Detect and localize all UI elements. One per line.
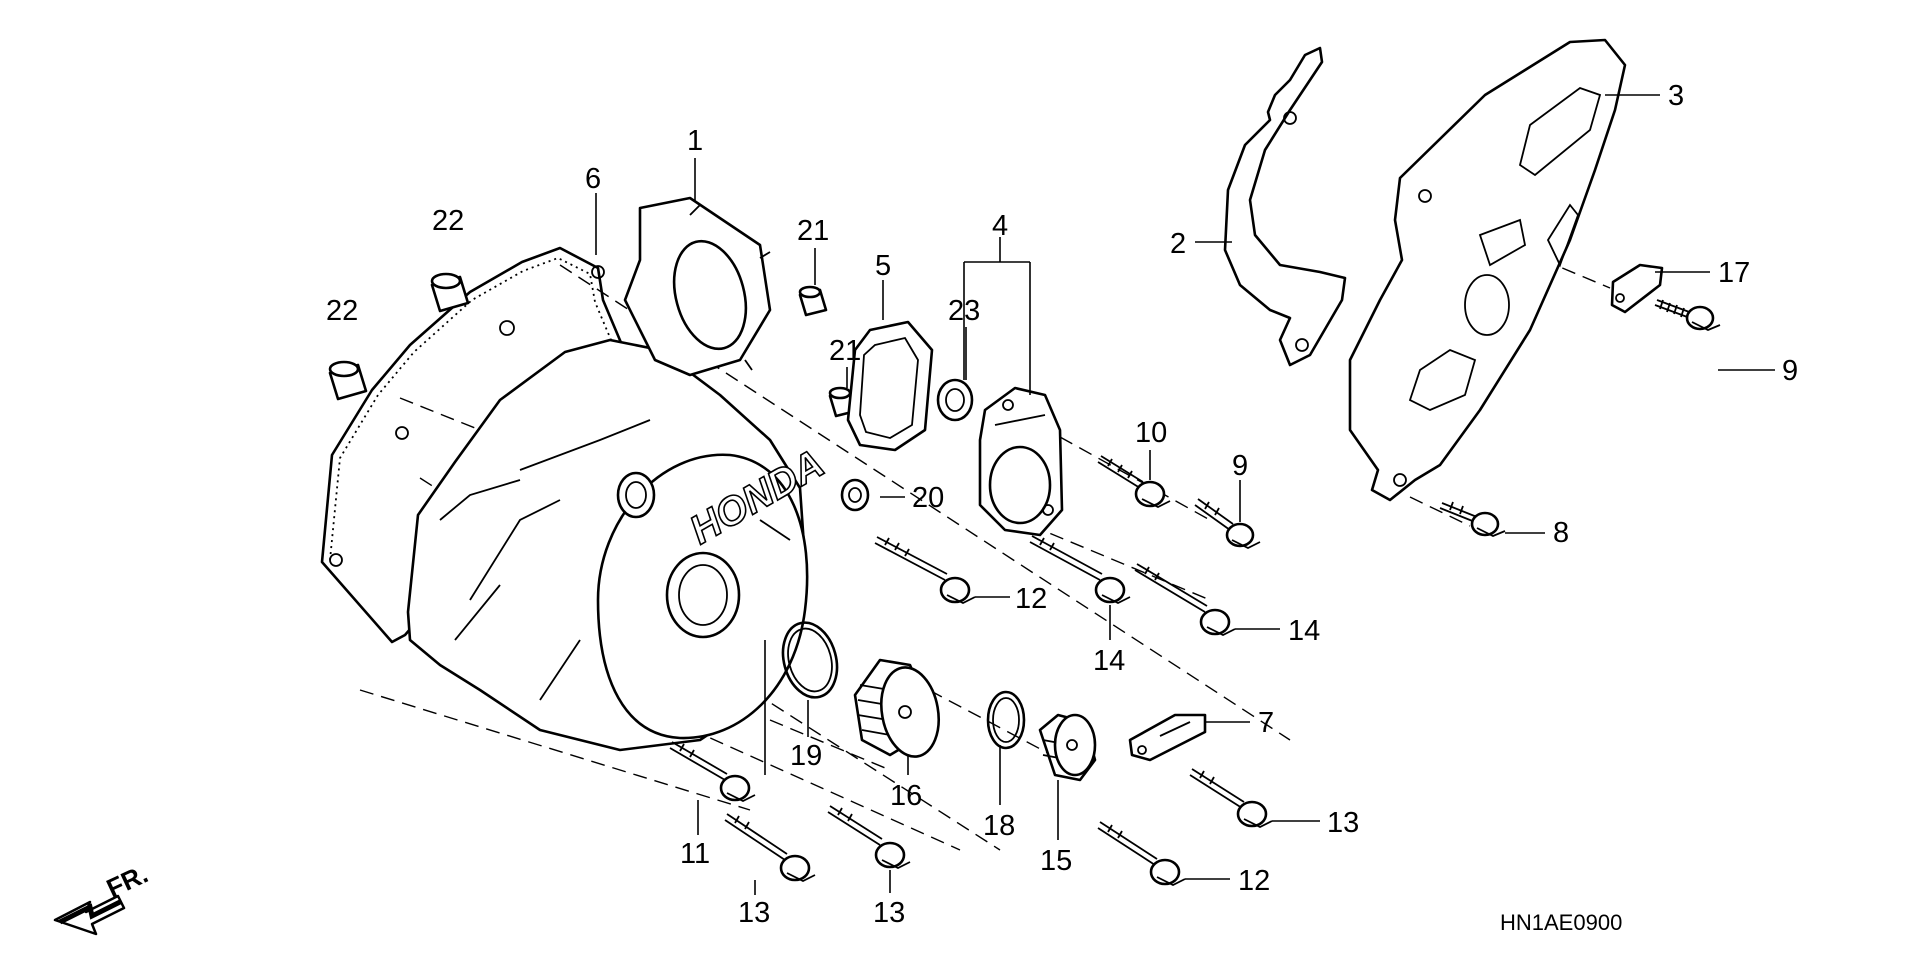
callout-7: 7 — [1258, 707, 1274, 739]
callout-17: 17 — [1718, 257, 1750, 289]
front-direction-arrow: FR. — [53, 859, 153, 936]
bolt-part-14-right — [1134, 563, 1236, 637]
diagram-code: HN1AE0900 — [1500, 910, 1622, 935]
housing-part-4 — [978, 386, 1064, 537]
callout-9-upper: 9 — [1782, 355, 1798, 387]
dowel-pin-part-21-upper — [798, 285, 828, 317]
callout-14-left: 14 — [1093, 645, 1125, 677]
callout-22-lower: 22 — [326, 295, 358, 327]
crankcase-cover-part-1: HONDA — [406, 196, 832, 752]
callout-3: 3 — [1668, 80, 1684, 112]
callout-14-right: 14 — [1288, 615, 1320, 647]
bolt-part-12-upper — [874, 536, 976, 605]
callout-2: 2 — [1170, 228, 1186, 260]
callout-22-upper: 22 — [432, 205, 464, 237]
callout-18: 18 — [983, 810, 1015, 842]
bolt-part-14-left — [1029, 535, 1131, 605]
callout-13-right: 13 — [1327, 807, 1359, 839]
guide-plate-part-2 — [1223, 46, 1347, 367]
cap-part-16 — [853, 658, 940, 758]
bolt-part-12-lower — [1097, 821, 1186, 887]
callout-23: 23 — [948, 295, 980, 327]
bolt-part-13-right — [1189, 768, 1273, 829]
bearing-part-23 — [936, 378, 974, 422]
callout-6: 6 — [585, 163, 601, 195]
callout-20: 20 — [912, 482, 944, 514]
bolts — [669, 299, 1721, 887]
callout-5: 5 — [875, 250, 891, 282]
dowel-pin-part-22-lower — [328, 360, 368, 401]
callout-12-lower: 12 — [1238, 865, 1270, 897]
callout-13-bottom-left: 13 — [738, 897, 770, 929]
callout-21-lower: 21 — [829, 335, 861, 367]
clamp-part-17 — [1610, 263, 1664, 314]
callout-1: 1 — [687, 125, 703, 157]
bolt-part-11 — [669, 741, 756, 803]
nut-part-20 — [840, 478, 870, 512]
callout-16: 16 — [890, 780, 922, 812]
cap-part-15 — [1038, 713, 1097, 782]
callout-12-upper: 12 — [1015, 583, 1047, 615]
callout-11: 11 — [680, 838, 710, 870]
callout-numbers: 1 2 3 4 5 6 7 8 9 9 10 11 12 12 13 13 13… — [326, 80, 1798, 929]
callout-21-upper: 21 — [797, 215, 829, 247]
o-ring-part-19 — [781, 621, 839, 699]
bolt-part-9-lower — [1194, 498, 1261, 550]
bolt-part-9-upper — [1654, 299, 1721, 331]
callout-8: 8 — [1553, 517, 1569, 549]
cover-plate-part-3 — [1348, 38, 1627, 502]
callout-4: 4 — [992, 210, 1008, 242]
callout-15: 15 — [1040, 845, 1072, 877]
callout-19: 19 — [790, 740, 822, 772]
callout-9-lower: 9 — [1232, 450, 1248, 482]
callout-13-bottom-center: 13 — [873, 897, 905, 929]
leader-lines — [595, 94, 1775, 895]
callout-10: 10 — [1135, 417, 1167, 449]
bolt-part-8 — [1439, 501, 1506, 537]
gasket-part-5 — [846, 320, 934, 452]
o-ring-part-18 — [986, 690, 1026, 750]
dowel-pin-part-22-upper — [430, 272, 470, 313]
bolt-part-13-bottom-center — [827, 805, 911, 870]
bolt-part-10 — [1097, 455, 1171, 509]
bolt-part-13-bottom-left — [724, 813, 816, 883]
front-label: FR. — [102, 859, 153, 904]
clamp-part-7 — [1128, 713, 1207, 762]
